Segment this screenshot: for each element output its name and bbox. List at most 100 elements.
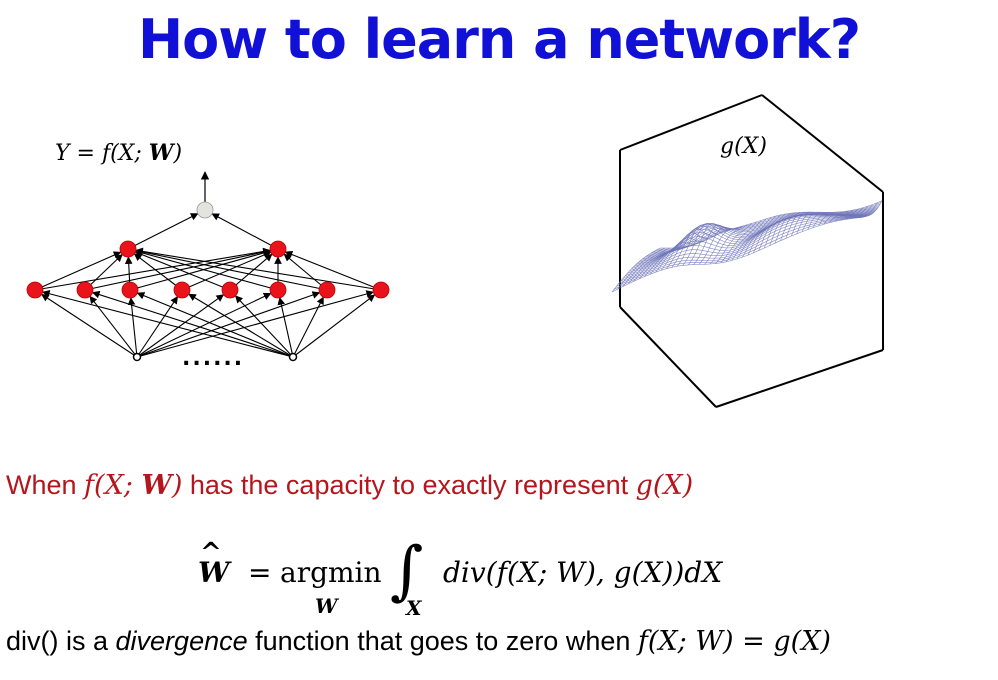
hidden-node: [119, 240, 137, 258]
hidden-node: [269, 240, 287, 258]
mesh-line: [704, 225, 743, 265]
mesh-line: [774, 211, 805, 244]
mesh-line: [649, 244, 694, 275]
connection-arrow: [134, 250, 231, 291]
capacity-g: g(X): [635, 470, 694, 501]
cube-edge: [761, 94, 884, 193]
mesh-line: [834, 208, 859, 222]
connection-arrow: [234, 295, 294, 358]
hidden-node: [173, 281, 191, 299]
connection-arrow: [284, 250, 382, 291]
connection-arrow: [292, 296, 324, 358]
connection-arrow: [188, 293, 294, 358]
hidden-node: [221, 281, 239, 299]
hidden-node: [26, 281, 44, 299]
hidden-node: [372, 281, 390, 299]
mesh-line: [807, 211, 834, 230]
surface-plot-3d: [611, 94, 884, 408]
page-title: How to learn a network?: [137, 8, 861, 71]
mesh-line: [629, 214, 870, 272]
mesh-line: [753, 213, 786, 254]
connection-arrow: [135, 247, 382, 291]
capacity-f-rhs: ): [171, 470, 183, 501]
cube-edge: [619, 94, 763, 151]
mesh-line: [758, 213, 791, 251]
capacity-text-1: When: [6, 470, 85, 500]
capacity-f-lhs: f(X;: [84, 470, 142, 501]
mesh-line: [791, 211, 820, 237]
connection-arrow: [136, 290, 375, 358]
mesh-line: [655, 242, 699, 273]
integral-sign: ∫: [390, 534, 424, 608]
equation-equals: =: [248, 556, 272, 589]
mesh-line: [742, 215, 777, 258]
connection-arrow: [127, 297, 138, 358]
capacity-f-w: W: [141, 470, 172, 501]
equation-argmin-sub: W: [315, 594, 338, 618]
equation-integrand: div(f(X; W), g(X))dX: [443, 556, 723, 589]
equation-lhs: W: [198, 556, 230, 589]
mesh-line: [856, 202, 878, 219]
output-node: [196, 201, 214, 219]
connection-arrow: [129, 249, 272, 291]
mesh-line: [725, 220, 762, 262]
mesh-line: [698, 227, 738, 265]
connection-arrow: [34, 251, 122, 291]
input-node: [132, 352, 142, 362]
mesh-line: [682, 223, 723, 266]
surface-label: g(X): [720, 134, 767, 159]
mesh-line: [671, 227, 714, 268]
mesh-line: [823, 210, 849, 225]
connection-arrow: [135, 248, 328, 291]
connection-arrow: [91, 290, 294, 358]
mesh-line: [731, 218, 767, 261]
mesh-line: [785, 211, 815, 239]
output-label-lhs: Y = f(X;: [55, 141, 149, 166]
input-node: [288, 352, 298, 362]
divergence-text-2: function that goes to zero when: [247, 626, 638, 656]
mesh-line: [628, 247, 675, 285]
connection-arrow: [133, 253, 183, 291]
cube-edge: [619, 306, 717, 408]
hidden-node: [269, 281, 287, 299]
equation-lhs-w-hat: ^ W: [198, 538, 230, 589]
argmin-equation: ^ W = argmin W ∫ X div(f(X; W), g(X))dX: [198, 534, 798, 620]
capacity-text-2: has the capacity to exactly represent: [182, 470, 636, 500]
connection-arrow: [181, 251, 272, 291]
equation-argmin: argmin: [280, 556, 382, 589]
mesh-line: [861, 200, 883, 218]
mesh-line: [638, 246, 685, 279]
mesh-line: [715, 223, 752, 264]
integral-sub: X: [406, 596, 422, 620]
divergence-statement: div() is a divergence function that goes…: [6, 626, 831, 657]
cube-edge: [715, 349, 884, 408]
connection-arrow: [283, 253, 328, 291]
connection-arrow: [136, 292, 294, 358]
mesh-line: [840, 207, 863, 221]
mesh-line: [720, 221, 757, 264]
mesh-line: [763, 212, 796, 249]
mesh-line: [617, 247, 665, 290]
mesh-line: [796, 212, 825, 234]
hidden-node: [76, 281, 94, 299]
ellipsis-dots: ......: [182, 346, 244, 371]
connection-arrow: [34, 247, 271, 291]
mesh-line: [850, 204, 873, 219]
connection-arrow: [229, 253, 273, 291]
mesh-line: [666, 232, 709, 269]
divergence-text-1: div() is a: [6, 626, 116, 656]
capacity-statement: When f(X; W) has the capacity to exactly…: [6, 470, 693, 501]
divergence-equation: f(X; W) = g(X): [637, 626, 831, 657]
mesh-line: [801, 212, 829, 232]
mesh-line: [769, 212, 801, 246]
connection-arrow: [211, 213, 279, 250]
connection-arrow: [292, 294, 376, 358]
connection-arrow: [277, 297, 294, 358]
connection-arrow: [89, 295, 138, 358]
mesh-line: [622, 247, 670, 287]
neural-network-diagram: [26, 171, 390, 362]
hat-accent: ^: [200, 538, 222, 568]
mesh-line: [747, 214, 781, 256]
connection-arrow: [41, 293, 138, 358]
mesh-line: [611, 247, 661, 293]
